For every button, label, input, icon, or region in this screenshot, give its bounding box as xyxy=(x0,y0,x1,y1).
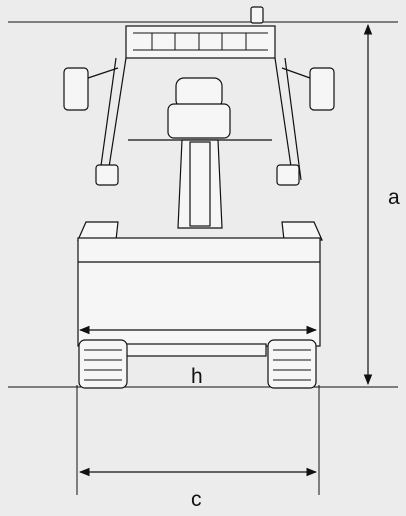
boom-column xyxy=(177,139,223,229)
left-light xyxy=(95,164,119,186)
roof-slats xyxy=(133,32,268,51)
outer-width-label: c xyxy=(191,488,202,511)
right-wheel xyxy=(267,339,317,389)
left-wheel xyxy=(78,339,128,389)
right-mirror xyxy=(309,67,335,111)
left-fender xyxy=(77,221,119,241)
left-mirror xyxy=(63,67,89,111)
right-fender xyxy=(281,221,323,241)
beacon-light xyxy=(250,6,264,24)
cab-roof xyxy=(125,25,276,59)
inner-width-label: h xyxy=(191,365,203,388)
undercarriage xyxy=(125,343,267,357)
right-light xyxy=(276,164,300,186)
machine-front-view xyxy=(63,6,335,389)
height-label: a xyxy=(388,186,400,209)
